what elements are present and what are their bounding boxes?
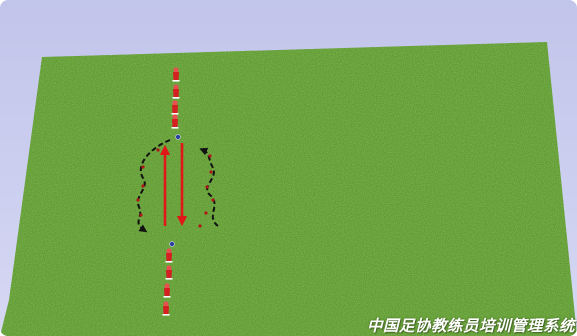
player	[166, 248, 173, 262]
player	[166, 265, 173, 279]
player	[173, 84, 180, 98]
player	[164, 283, 171, 297]
player	[173, 67, 180, 81]
watermark-text: 中国足协教练员培训管理系统	[367, 314, 575, 336]
player	[172, 114, 179, 128]
ball-bottom	[170, 242, 175, 247]
ball-top	[176, 135, 181, 140]
player	[163, 301, 170, 315]
player	[172, 100, 179, 114]
